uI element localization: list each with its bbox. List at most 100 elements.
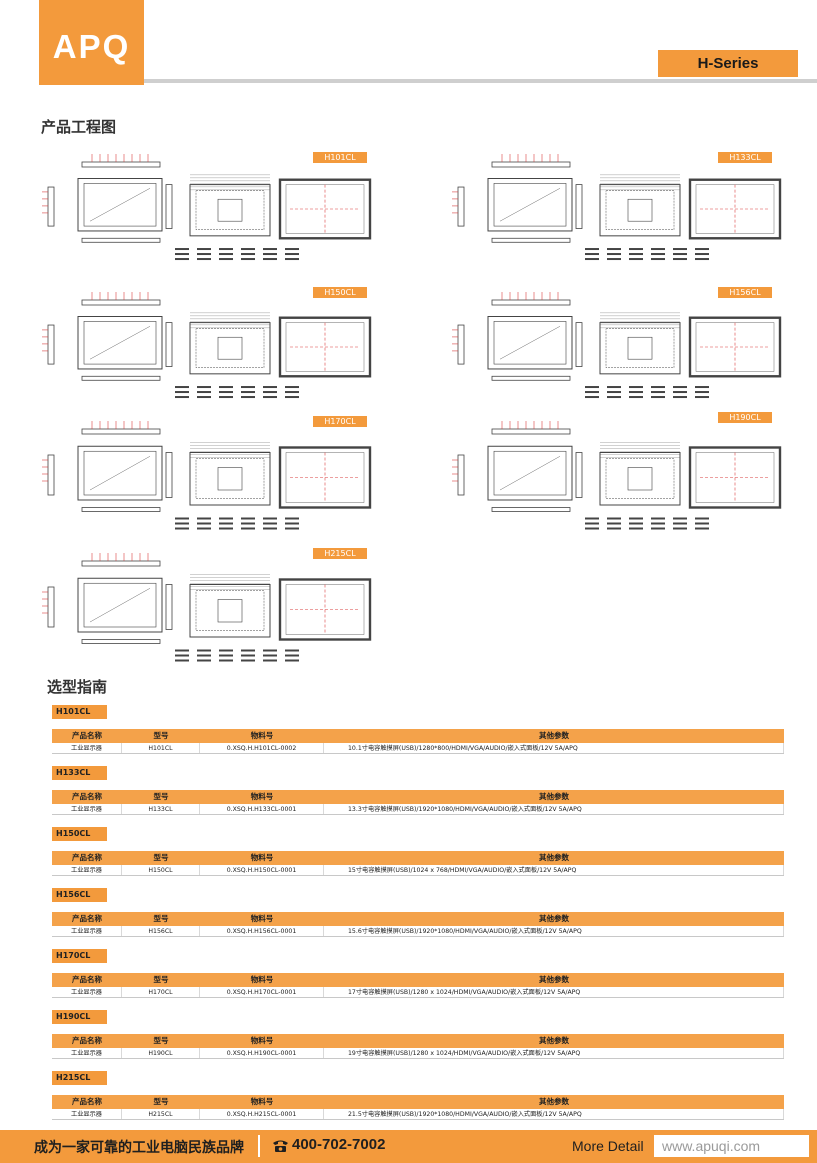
table-cell: 工业显示器 <box>52 926 122 936</box>
drawing-label: H190CL <box>718 412 772 423</box>
table-header: 产品名称型号物料号其他参数 <box>52 729 784 743</box>
drawing-h170cl <box>40 415 380 540</box>
table-header-cell: 物料号 <box>250 731 274 740</box>
table-cell: H150CL <box>122 865 200 875</box>
footer-phone-number: 400-702-7002 <box>292 1136 386 1153</box>
header-divider <box>144 79 817 83</box>
series-badge: H-Series <box>658 50 798 77</box>
table-header-cell: 物料号 <box>250 1097 274 1106</box>
table-header-cell: 型号 <box>153 853 169 862</box>
table-header-cell: 型号 <box>153 1097 169 1106</box>
table-cell: 0.XSQ.H.H101CL-0002 <box>200 743 324 753</box>
table-cell: 0.XSQ.H.H190CL-0001 <box>200 1048 324 1058</box>
table-header-cell: 物料号 <box>250 975 274 984</box>
drawing-h215cl <box>40 547 380 672</box>
table-header-cell: 产品名称 <box>72 975 102 984</box>
drawing-label: H133CL <box>718 152 772 163</box>
table-cell: H190CL <box>122 1048 200 1058</box>
footer-divider <box>258 1135 260 1157</box>
table-cell: H170CL <box>122 987 200 997</box>
table-header: 产品名称 型号 物料号 其他参数 <box>52 912 784 926</box>
table-header-cell: 产品名称 <box>72 914 102 923</box>
table-cell: 工业显示器 <box>52 987 122 997</box>
website-link[interactable]: www.apuqi.com <box>662 1138 761 1154</box>
table-cell: H156CL <box>122 926 200 936</box>
table-cell: 13.3寸电容触摸屏(USB)/1920*1080/HDMI/VGA/AUDIO… <box>324 804 784 814</box>
table-cell: 工业显示器 <box>52 804 122 814</box>
table-header: 产品名称型号物料号其他参数 <box>52 790 784 804</box>
table-cell: 0.XSQ.H.H170CL-0001 <box>200 987 324 997</box>
footer-bar: 成为一家可靠的工业电脑民族品牌 400-702-7002 More Detail… <box>0 1130 817 1163</box>
guide-tag: H215CL <box>52 1071 107 1085</box>
table-header-cell: 产品名称 <box>72 731 102 740</box>
table-header-cell: 其他参数 <box>539 914 569 923</box>
footer-slogan: 成为一家可靠的工业电脑民族品牌 <box>34 1140 244 1156</box>
guide-tag: H101CL <box>52 705 107 719</box>
drawing-label: H101CL <box>313 152 367 163</box>
table-header: 产品名称 型号 物料号 其他参数 <box>52 1034 784 1048</box>
table-cell: H101CL <box>122 743 200 753</box>
table-cell: H215CL <box>122 1109 200 1119</box>
guide-tag: H133CL <box>52 766 107 780</box>
table-header-cell: 物料号 <box>250 914 274 923</box>
table-header: 产品名称 型号 物料号 其他参数 <box>52 1095 784 1109</box>
table-header-cell: 产品名称 <box>72 792 102 801</box>
table-cell: 10.1寸电容触摸屏(USB)/1280*800/HDMI/VGA/AUDIO/… <box>324 743 784 753</box>
table-cell: 工业显示器 <box>52 743 122 753</box>
table-header-cell: 型号 <box>153 914 169 923</box>
guide-tag: H156CL <box>52 888 107 902</box>
table-header-cell: 物料号 <box>250 1036 274 1045</box>
table-cell: 工业显示器 <box>52 1048 122 1058</box>
table-header-cell: 其他参数 <box>539 792 569 801</box>
drawing-label: H156CL <box>718 287 772 298</box>
guide-tag: H150CL <box>52 827 107 841</box>
table-header-cell: 其他参数 <box>539 1097 569 1106</box>
table-header: 产品名称型号物料号其他参数 <box>52 851 784 865</box>
table-cell: 0.XSQ.H.H150CL-0001 <box>200 865 324 875</box>
table-header-cell: 物料号 <box>250 792 274 801</box>
table-header-cell: 型号 <box>153 731 169 740</box>
phone-icon <box>273 1140 288 1152</box>
more-detail-label: More Detail <box>572 1138 644 1154</box>
drawing-label: H150CL <box>313 287 367 298</box>
table-header: 产品名称型号物料号其他参数 <box>52 973 784 987</box>
table-cell: 0.XSQ.H.H215CL-0001 <box>200 1109 324 1119</box>
table-cell: 19寸电容触摸屏(USB)/1280 x 1024/HDMI/VGA/AUDIO… <box>324 1048 784 1058</box>
table-header-cell: 型号 <box>153 975 169 984</box>
table-header-cell: 物料号 <box>250 853 274 862</box>
drawing-h133cl <box>450 148 790 270</box>
table-cell: 15寸电容触摸屏(USB)/1024 x 768/HDMI/VGA/AUDIO/… <box>324 865 784 875</box>
drawing-h101cl <box>40 148 380 270</box>
website-link-box[interactable]: www.apuqi.com <box>654 1135 809 1157</box>
table-header-cell: 产品名称 <box>72 853 102 862</box>
drawing-h156cl <box>450 286 790 408</box>
drawing-label: H170CL <box>313 416 367 427</box>
table-header-cell: 型号 <box>153 1036 169 1045</box>
table-cell: 17寸电容触摸屏(USB)/1280 x 1024/HDMI/VGA/AUDIO… <box>324 987 784 997</box>
guide-section-title: 选型指南 <box>47 678 108 696</box>
drawing-h150cl <box>40 286 380 408</box>
table-cell: 0.XSQ.H.H133CL-0001 <box>200 804 324 814</box>
table-cell: 工业显示器 <box>52 865 122 875</box>
table-cell: H133CL <box>122 804 200 814</box>
table-header-cell: 其他参数 <box>539 1036 569 1045</box>
drawing-label: H215CL <box>313 548 367 559</box>
guide-tag: H190CL <box>52 1010 107 1024</box>
drawings-section-title: 产品工程图 <box>41 118 117 136</box>
table-header-cell: 产品名称 <box>72 1036 102 1045</box>
table-cell: 15.6寸电容触摸屏(USB)/1920*1080/HDMI/VGA/AUDIO… <box>324 926 784 936</box>
table-header-cell: 产品名称 <box>72 1097 102 1106</box>
